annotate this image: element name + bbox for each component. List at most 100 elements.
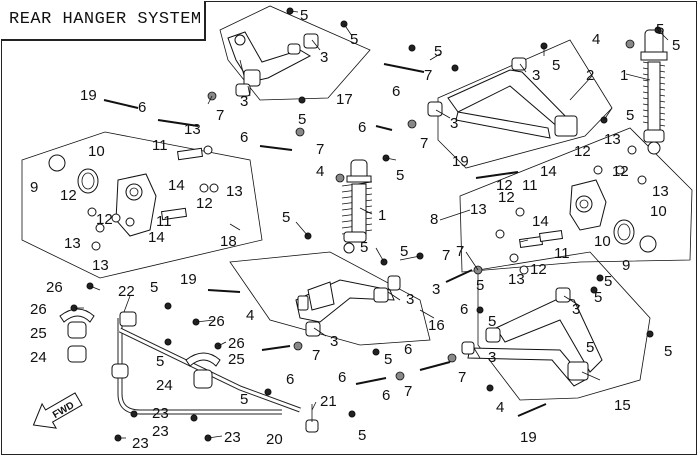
callout-23: 23	[224, 429, 241, 446]
callout-24: 24	[30, 349, 47, 366]
callout-4: 4	[496, 399, 504, 416]
callout-19: 19	[452, 153, 469, 170]
callout-14: 14	[168, 177, 185, 194]
callout-20: 20	[266, 431, 283, 448]
callout-5: 5	[488, 313, 496, 330]
callout-22: 22	[118, 283, 135, 300]
callout-14: 14	[148, 229, 165, 246]
callout-5: 5	[282, 209, 290, 226]
callout-19: 19	[180, 271, 197, 288]
callout-26: 26	[30, 301, 47, 318]
callout-25: 25	[228, 351, 245, 368]
callout-15: 15	[614, 397, 631, 414]
callout-5: 5	[400, 243, 408, 260]
callout-1: 1	[378, 207, 386, 224]
callout-11: 11	[152, 137, 168, 154]
callout-10: 10	[650, 203, 667, 220]
callout-6: 6	[404, 341, 412, 358]
callout-4: 4	[592, 31, 600, 48]
group-outline-8	[459, 127, 693, 273]
group-outline-17	[219, 5, 371, 101]
fwd-label: FWD	[51, 400, 76, 421]
callout-26: 26	[228, 335, 245, 352]
diagram-title: REAR HANGER SYSTEM	[9, 10, 202, 29]
callout-5: 5	[156, 353, 164, 370]
callout-5: 5	[664, 343, 672, 360]
knuckle-assembly-right	[495, 145, 657, 275]
callout-13: 13	[92, 257, 109, 274]
callout-11: 11	[554, 245, 570, 262]
callout-11: 11	[156, 213, 172, 230]
callout-6: 6	[460, 301, 468, 318]
callout-13: 13	[184, 121, 201, 138]
callout-6: 6	[338, 369, 346, 386]
title-box: REAR HANGER SYSTEM	[1, 1, 206, 41]
callout-6: 6	[286, 371, 294, 388]
callout-23: 23	[132, 435, 149, 452]
callout-23: 23	[152, 405, 169, 422]
callout-11: 11	[522, 177, 538, 194]
callout-4: 4	[316, 163, 324, 180]
callout-13: 13	[64, 235, 81, 252]
callout-5: 5	[626, 107, 634, 124]
callout-3: 3	[432, 281, 440, 298]
callout-26: 26	[46, 279, 63, 296]
callout-5: 5	[656, 21, 664, 38]
group-outline-18	[21, 131, 263, 279]
callout-12: 12	[612, 163, 629, 180]
callout-7: 7	[458, 369, 466, 386]
callout-7: 7	[456, 243, 464, 260]
callout-21: 21	[320, 393, 337, 410]
callout-10: 10	[594, 233, 611, 250]
callout-3: 3	[320, 49, 328, 66]
callout-7: 7	[316, 141, 324, 158]
group-outline-2	[437, 39, 613, 169]
callout-5: 5	[350, 31, 358, 48]
callout-5: 5	[552, 57, 560, 74]
callout-13: 13	[652, 183, 669, 200]
lower-arm-left	[295, 275, 401, 337]
callout-17: 17	[336, 91, 353, 108]
upper-arm-right	[427, 57, 578, 139]
callout-14: 14	[540, 163, 557, 180]
callout-3: 3	[532, 67, 540, 84]
callout-5: 5	[434, 43, 442, 60]
leader-lines	[74, 10, 669, 439]
lower-arm-right	[461, 287, 603, 387]
callout-3: 3	[488, 349, 496, 366]
callout-5: 5	[358, 427, 366, 444]
callout-6: 6	[382, 387, 390, 404]
callout-7: 7	[312, 347, 320, 364]
callout-8: 8	[430, 211, 438, 228]
callout-9: 9	[30, 179, 38, 196]
callout-7: 7	[216, 107, 224, 124]
callout-24: 24	[156, 377, 173, 394]
callout-1: 1	[620, 67, 628, 84]
callout-10: 10	[88, 143, 105, 160]
callout-19: 19	[520, 429, 537, 446]
callout-6: 6	[240, 129, 248, 146]
callout-5: 5	[396, 167, 404, 184]
callout-6: 6	[392, 83, 400, 100]
callout-5: 5	[150, 279, 158, 296]
callout-5: 5	[604, 273, 612, 290]
forward-direction-arrow: FWD	[32, 392, 83, 429]
callout-5: 5	[360, 239, 368, 256]
callout-13: 13	[226, 183, 243, 200]
callout-13: 13	[604, 131, 621, 148]
callout-25: 25	[30, 325, 47, 342]
callout-3: 3	[406, 291, 414, 308]
callout-12: 12	[574, 143, 591, 160]
callout-3: 3	[330, 333, 338, 350]
callout-5: 5	[476, 277, 484, 294]
callout-5: 5	[586, 339, 594, 356]
knuckle-assembly-left	[48, 145, 219, 251]
callout-13: 13	[508, 271, 525, 288]
callout-7: 7	[442, 247, 450, 264]
callout-18: 18	[220, 233, 237, 250]
rear-shock-absorber-center	[341, 159, 373, 254]
callout-5: 5	[300, 7, 308, 24]
callout-13: 13	[470, 201, 487, 218]
callout-5: 5	[672, 37, 680, 54]
